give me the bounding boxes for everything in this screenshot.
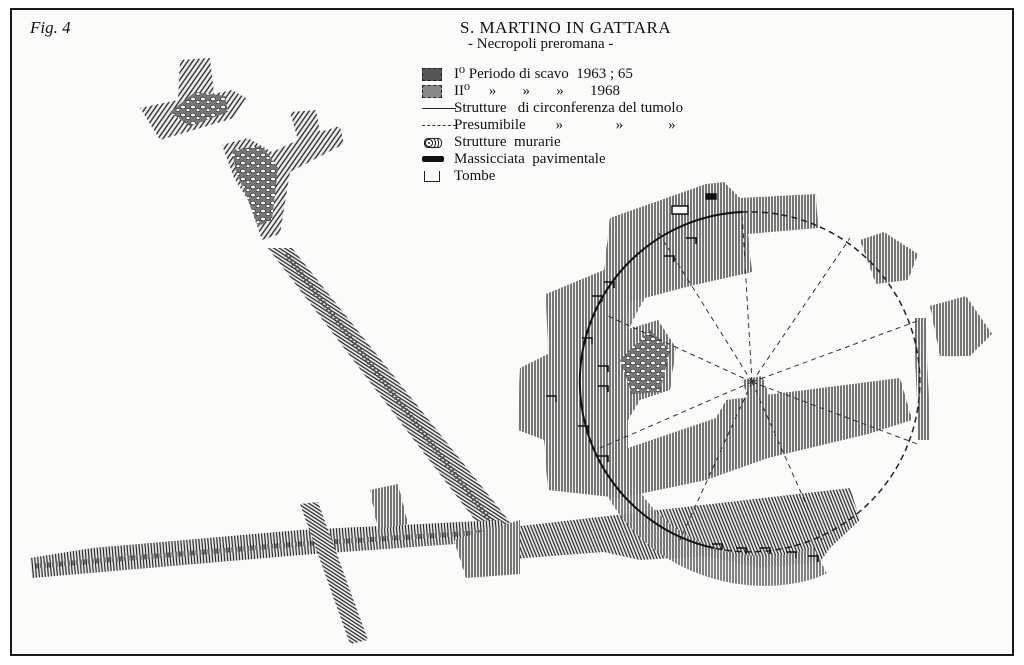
wall-fragment-central: [222, 110, 344, 240]
legend-item-circumference: Strutture di circonferenza del tumolo: [420, 100, 683, 117]
legend-text: Tombe: [454, 168, 496, 184]
dashed-line-icon: [420, 117, 456, 134]
trench-horizontal: [30, 520, 512, 578]
tomb-markers: [546, 193, 819, 562]
wall-horizontal: [35, 528, 507, 569]
legend-item-pavement: Massicciata pavimentale: [420, 151, 683, 168]
legend-text: II⁰ » » » 1968: [454, 83, 621, 99]
dark-swatch-icon: [420, 66, 454, 83]
figure-title: S. MARTINO IN GATTARA: [460, 18, 672, 37]
legend-item-period-1: I⁰ Periodo di scavo 1963 ; 65: [420, 66, 683, 83]
wall-fragment-north: [140, 58, 246, 140]
figure-subtitle: - Necropoli preromana -: [468, 36, 614, 52]
legend-item-period-2: II⁰ » » » 1968: [420, 83, 683, 100]
legend: I⁰ Periodo di scavo 1963 ; 65 II⁰ » » » …: [420, 66, 683, 185]
tumulus-block: [454, 182, 992, 586]
trench-cross: [300, 502, 368, 644]
mid-swatch-icon: [420, 83, 454, 100]
legend-item-presumed: Presumibile » » »: [420, 117, 683, 134]
legend-text: Strutture di circonferenza del tumolo: [454, 100, 684, 116]
legend-text: Strutture murarie: [454, 134, 561, 150]
wall-diagonal: [284, 252, 498, 530]
legend-item-tombs: Tombe: [420, 168, 683, 185]
legend-text: Presumibile » » »: [454, 117, 676, 133]
legend-text: Massicciata pavimentale: [454, 151, 606, 167]
legend-item-walls: Strutture murarie: [420, 134, 683, 151]
figure-label: Fig. 4: [30, 18, 71, 37]
trench-spur: [370, 484, 408, 530]
tomb-icon: [420, 168, 454, 185]
black-bar-icon: [420, 151, 454, 168]
legend-text: I⁰ Periodo di scavo 1963 ; 65: [454, 66, 633, 82]
stones-icon: [420, 134, 454, 151]
solid-line-icon: [420, 100, 456, 117]
